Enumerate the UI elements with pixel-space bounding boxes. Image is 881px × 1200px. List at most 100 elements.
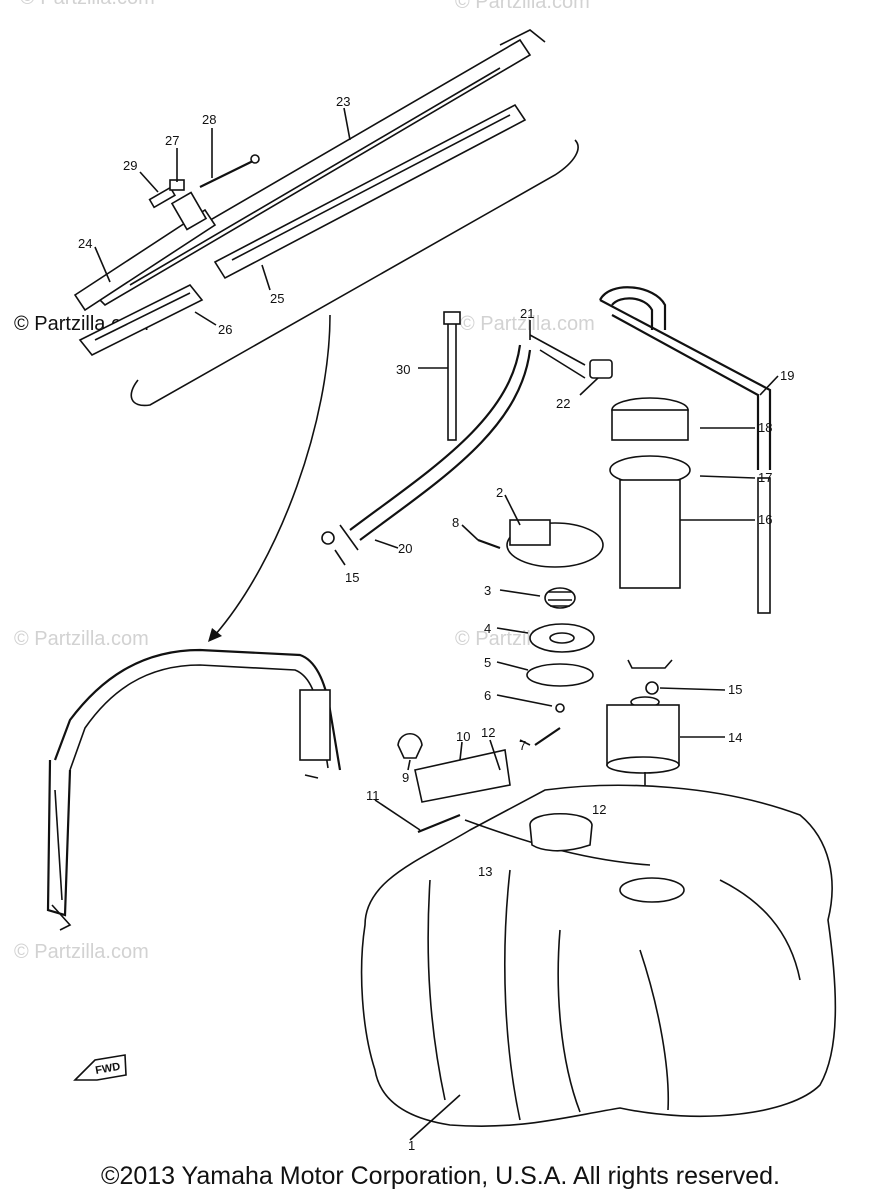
gauge-9 (397, 732, 423, 759)
hose-outer (349, 344, 522, 531)
part-labels: 1 2 3 4 5 6 7 8 9 10 11 12 12 13 14 15 1… (78, 94, 794, 1153)
label-part-27: 27 (165, 133, 179, 148)
leader-6 (496, 694, 553, 707)
label-part-24: 24 (78, 236, 92, 251)
backing-panel-outline (130, 139, 579, 407)
lower-strap-assembly (46, 648, 342, 931)
label-part-19: 19 (780, 368, 794, 383)
clip-15-left (321, 531, 335, 545)
label-part-1: 1 (408, 1138, 415, 1153)
strap-26-line (94, 292, 191, 341)
label-part-14: 14 (728, 730, 742, 745)
leader-2 (504, 494, 521, 526)
filter-14-bottom (606, 756, 680, 774)
label-part-7: 7 (519, 738, 526, 753)
tube-hook-inner (611, 297, 654, 330)
leader-5 (496, 661, 529, 671)
cap-2-handle (509, 519, 551, 546)
leader-26 (194, 311, 217, 326)
tank-center-contour (504, 869, 521, 1121)
leader-20 (374, 539, 399, 549)
watermark-top-right: © Partzilla.com (455, 0, 590, 13)
tube-19 (599, 299, 772, 470)
cable-tie-body (447, 319, 457, 441)
screw-7 (534, 727, 561, 746)
tube-19-segment (757, 477, 771, 614)
fwd-arrow (73, 1054, 127, 1081)
fwd-label: FWD (94, 1061, 121, 1077)
leader-3 (499, 589, 541, 597)
tank-body (360, 784, 837, 1127)
label-part-15-right: 15 (728, 682, 742, 697)
leader-22 (579, 377, 599, 396)
tank-shoulder (719, 879, 801, 981)
fuel-hose-20-21 (321, 320, 586, 566)
leader-24 (94, 246, 111, 283)
label-part-16: 16 (758, 512, 772, 527)
watermark-mid-right: © Partzilla.com (460, 313, 595, 335)
label-part-15-left: 15 (345, 570, 359, 585)
label-part-20: 20 (398, 541, 412, 556)
label-part-9: 9 (402, 770, 409, 785)
spring-3-coils (548, 591, 572, 607)
arrow-panel-to-strap (214, 314, 331, 636)
label-part-22: 22 (556, 396, 570, 411)
leader-29 (139, 171, 159, 193)
tube-19-inner (611, 314, 760, 470)
fuel-tank-1 (360, 784, 837, 1141)
clip-15-right (627, 659, 673, 669)
leader-23 (343, 107, 351, 141)
tank-right-contour (639, 949, 670, 1111)
leader-12a (489, 739, 501, 771)
filter-16 (619, 479, 681, 589)
screw-8 (477, 538, 501, 550)
lower-strap-bracket (299, 689, 331, 761)
label-part-13: 13 (478, 864, 492, 879)
strap-23-slot (129, 67, 501, 286)
label-part-12-right: 12 (592, 802, 606, 817)
leader-4 (496, 627, 529, 634)
label-part-18: 18 (758, 420, 772, 435)
filter-14 (606, 704, 680, 766)
strap-25-line (231, 114, 511, 261)
gasket-4-hole (549, 632, 575, 644)
upper-strap-assembly (73, 29, 579, 407)
lower-strap-outer (53, 648, 342, 771)
tank-contour-2 (557, 929, 581, 1113)
fwd-marker: FWD (73, 1054, 127, 1081)
hose-connector (529, 334, 586, 366)
leader-15a (334, 549, 346, 566)
leader-17 (699, 475, 756, 479)
lower-strap-leg-detail (54, 789, 63, 901)
lower-strap-hook (51, 904, 72, 931)
filler-cap-assembly (461, 494, 604, 746)
label-part-10: 10 (456, 729, 470, 744)
watermark-left-middle: © Partzilla.com (14, 628, 149, 650)
label-part-21: 21 (520, 306, 534, 321)
label-part-3: 3 (484, 583, 491, 598)
arrow-head (208, 628, 222, 642)
leader-19 (759, 375, 779, 396)
lower-strap-down-leg (46, 759, 72, 917)
strap-23-hook (499, 29, 546, 46)
watermark-top-left: © Partzilla.com (20, 0, 155, 9)
leader-8 (461, 524, 479, 541)
seal-6 (555, 703, 565, 713)
label-part-26: 26 (218, 322, 232, 337)
leader-1 (409, 1094, 461, 1141)
clip-15-ring (645, 681, 659, 695)
bolt-28 (199, 159, 256, 188)
label-part-8: 8 (452, 515, 459, 530)
buckle-27 (170, 191, 208, 231)
watermark-left-lower: © Partzilla.com (14, 941, 149, 963)
filter-assembly (599, 286, 779, 614)
label-part-29: 29 (123, 158, 137, 173)
hose-inner (359, 349, 532, 541)
leader-9 (407, 759, 411, 771)
label-part-25: 25 (270, 291, 284, 306)
bolt-11 (417, 813, 461, 834)
copyright-notice: ©2013 Yamaha Motor Corporation, U.S.A. A… (101, 1162, 780, 1190)
cable-tie-30 (418, 311, 461, 441)
plate-5 (526, 663, 594, 687)
hose-connector-2 (539, 349, 586, 379)
